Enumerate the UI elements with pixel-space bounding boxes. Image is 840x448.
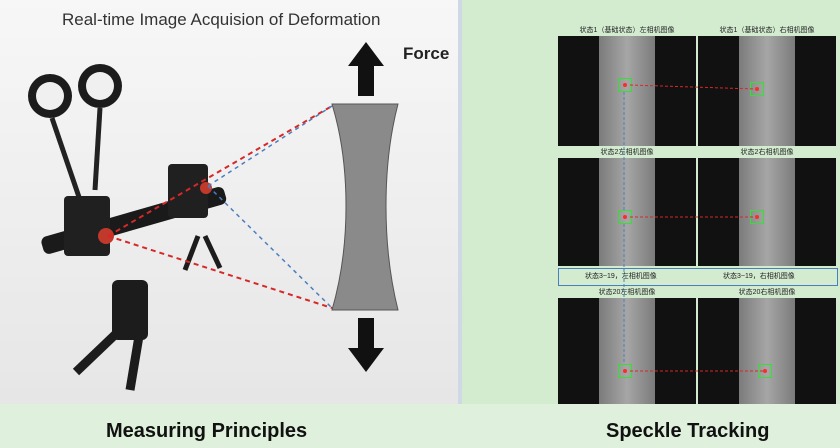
- state1-right-image: 状态1（基础状态）右相机图像: [698, 26, 836, 146]
- tracking-box: [618, 78, 632, 92]
- state2-right-image: 状态2右相机图像: [698, 148, 836, 266]
- cell-title: 状态1（基础状态）左相机图像: [558, 26, 696, 36]
- camera-left-icon: [64, 196, 110, 256]
- force-label: Force: [403, 44, 450, 63]
- mid-right-label: 状态3~19，右相机图像: [723, 273, 795, 280]
- state20-left-image: 状态20左相机图像: [558, 288, 696, 404]
- measuring-principles-caption: Measuring Principles: [106, 420, 308, 442]
- state2-left-image: 状态2左相机图像: [558, 148, 696, 266]
- measuring-illustration: [28, 42, 399, 391]
- cell-title: 状态20左相机图像: [558, 288, 696, 298]
- illustration-title: Real-time Image Acquision of Deformation: [62, 10, 381, 29]
- force-down-arrow-icon: [348, 318, 384, 372]
- specimen-image: [599, 158, 655, 266]
- intermediate-states-bar: 状态3~19，左相机图像 状态3~19，右相机图像: [558, 268, 838, 286]
- cell-title: 状态20右相机图像: [698, 288, 836, 298]
- camera-right-icon: [168, 164, 208, 218]
- tracking-box: [750, 82, 764, 96]
- tracking-box: [618, 210, 632, 224]
- cell-title: 状态1（基础状态）右相机图像: [698, 26, 836, 36]
- state20-right-image: 状态20右相机图像: [698, 288, 836, 404]
- specimen-image: [739, 158, 795, 266]
- specimen-image: [739, 36, 795, 146]
- tracking-box: [750, 210, 764, 224]
- dogbone-specimen: [331, 103, 399, 311]
- tripod-head: [112, 280, 148, 340]
- speckle-tracking-caption: Speckle Tracking: [606, 420, 770, 442]
- specimen-image: [739, 298, 795, 404]
- tracking-box: [618, 364, 632, 378]
- force-up-arrow-icon: [348, 42, 384, 96]
- tracking-box: [758, 364, 772, 378]
- state1-left-image: 状态1（基础状态）左相机图像: [558, 26, 696, 146]
- specimen-image: [599, 298, 655, 404]
- cell-title: 状态2左相机图像: [558, 148, 696, 158]
- mid-left-label: 状态3~19，左相机图像: [585, 273, 657, 280]
- panel-divider: [458, 0, 462, 404]
- cell-title: 状态2右相机图像: [698, 148, 836, 158]
